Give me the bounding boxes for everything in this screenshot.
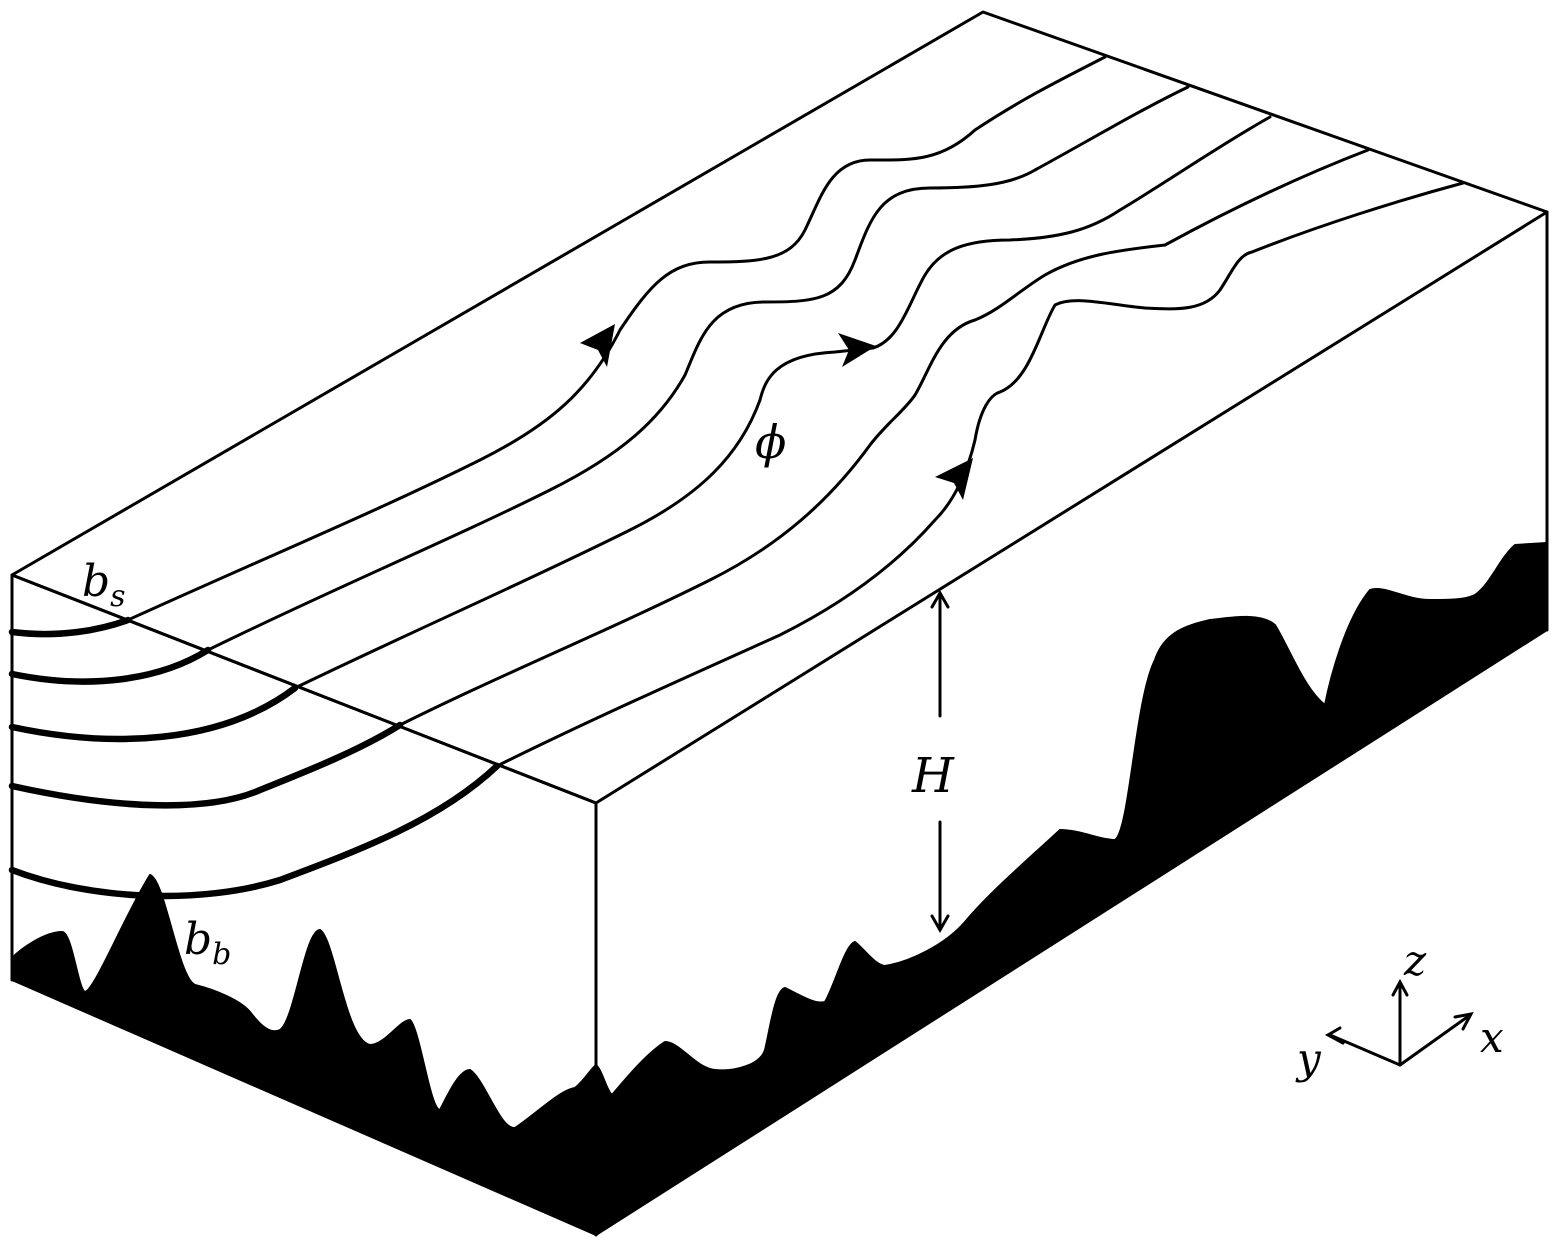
buoyancy-contour-2 [8, 646, 212, 685]
flow-arrow-1 [580, 324, 615, 367]
topography-left-face [11, 874, 597, 1236]
x-axis-label: x [1480, 1013, 1504, 1062]
surface-buoyancy-label: bs [82, 556, 126, 614]
buoyancy-contour-5 [8, 762, 501, 900]
x-axis [1398, 1013, 1472, 1067]
y-axis [1328, 1033, 1402, 1067]
depth-indicator [930, 589, 950, 934]
flow-arrow-3 [935, 458, 973, 500]
streamlines [126, 55, 1465, 768]
streamline-4 [398, 148, 1370, 727]
streamfunction-label: ϕ [755, 415, 786, 469]
bottom-topography [11, 542, 1548, 1236]
topography-front-face [595, 542, 1548, 1236]
buoyancy-contour-3 [8, 684, 299, 743]
coordinate-axes: z x y [1295, 936, 1504, 1083]
buoyancy-contour-1 [8, 616, 132, 638]
flow-arrow-2 [838, 333, 876, 367]
streamline-5 [495, 181, 1465, 768]
depth-label: H [911, 748, 955, 804]
z-axis-label: z [1403, 936, 1427, 985]
top-face-outline [10, 10, 1549, 805]
bottom-buoyancy-label: bb [184, 914, 231, 972]
buoyancy-contour-4 [8, 721, 404, 809]
streamline-1 [126, 55, 1107, 622]
y-axis-label: y [1295, 1034, 1322, 1083]
flow-arrows [580, 324, 973, 500]
streamline-3 [293, 115, 1272, 690]
buoyancy-contours [8, 573, 598, 900]
streamline-2 [206, 85, 1190, 652]
